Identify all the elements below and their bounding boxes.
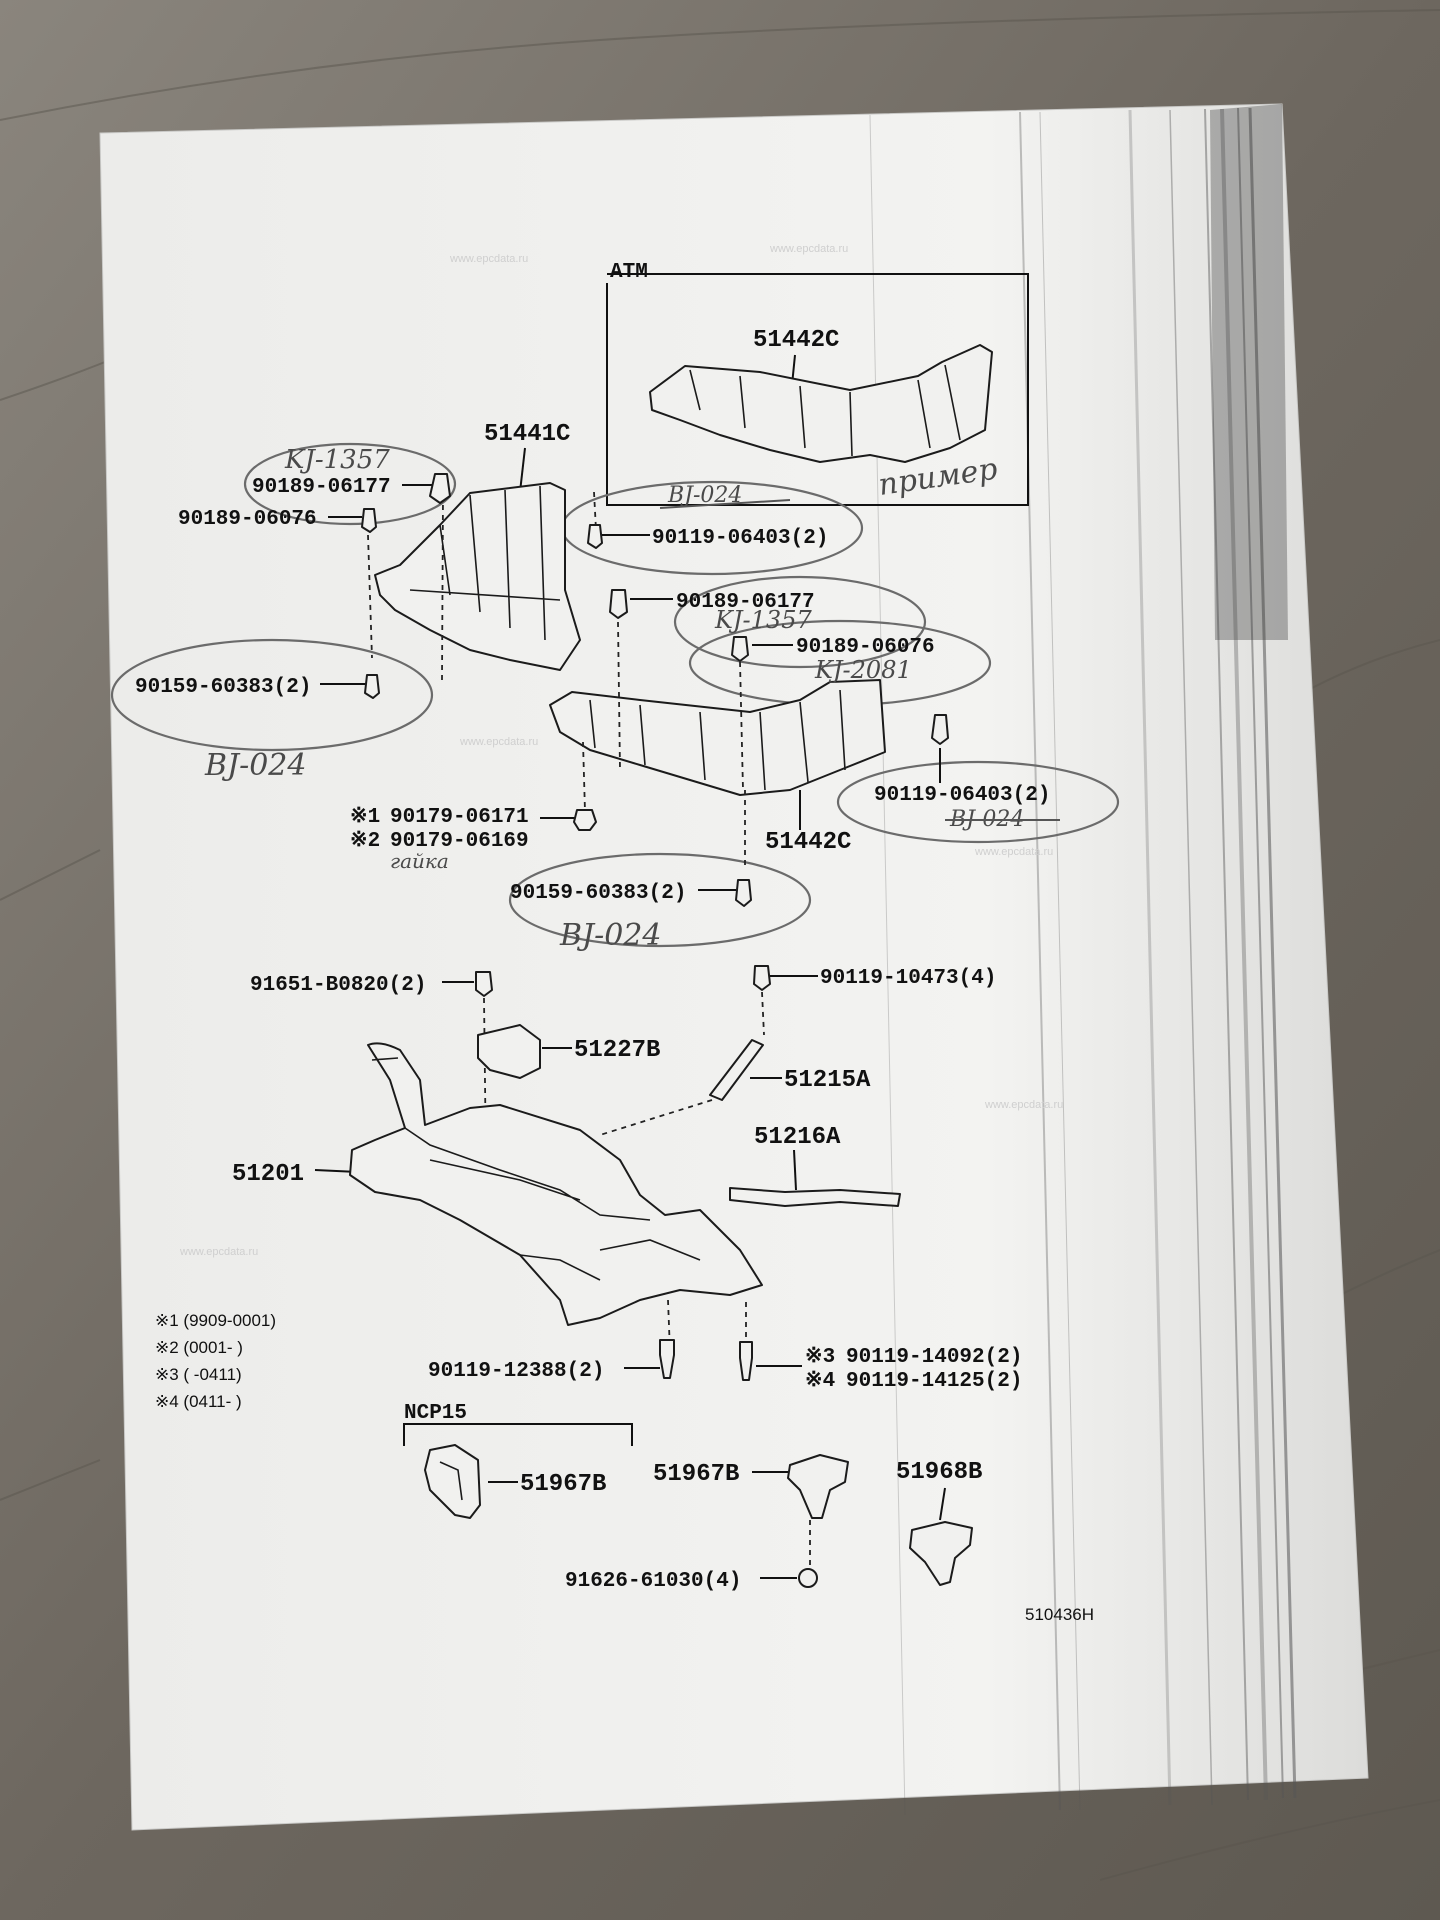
label-90119-10473: 90119-10473(4) xyxy=(820,967,996,990)
atm-label: ATM xyxy=(610,261,648,284)
handwriting: KJ-1357 BJ-024 пример KJ-1357 KJ-2081 BJ… xyxy=(204,445,1060,953)
label-51967b-a: 51967B xyxy=(520,1471,606,1498)
svg-text:www.epcdata.ru: www.epcdata.ru xyxy=(449,253,528,265)
label-90119-12388: 90119-12388(2) xyxy=(428,1360,604,1383)
label-51227b: 51227B xyxy=(574,1037,660,1064)
mark-1: ※1 xyxy=(350,805,380,829)
atm-inset: ATM 51442C xyxy=(606,261,1029,506)
watermarks: www.epcdata.ru www.epcdata.ru www.epcdat… xyxy=(179,243,1063,1258)
hand-kj2081: KJ-2081 xyxy=(814,656,912,684)
hand-gaika: гайка xyxy=(390,849,449,873)
note-2: ※2 (0001- ) xyxy=(155,1338,243,1357)
hand-kj1357-a: KJ-1357 xyxy=(284,445,390,475)
label-51968b: 51968B xyxy=(896,1459,982,1486)
mark-4: ※4 xyxy=(805,1369,835,1393)
label-90189-06076-a: 90189-06076 xyxy=(178,508,317,531)
label-51967b-b: 51967B xyxy=(653,1461,739,1488)
label-51442c-lower: 51442C xyxy=(765,829,851,856)
hand-kj1357-b: KJ-1357 xyxy=(714,606,812,634)
ncp15-label: NCP15 xyxy=(404,1402,467,1425)
svg-text:www.epcdata.ru: www.epcdata.ru xyxy=(179,1246,258,1258)
hand-bj024-b: BJ-024 xyxy=(204,748,306,783)
part-51967b xyxy=(787,1454,849,1519)
label-90159-60383-b: 90159-60383(2) xyxy=(510,882,686,905)
label-51201: 51201 xyxy=(232,1161,304,1188)
label-51442c-top: 51442C xyxy=(753,327,839,354)
label-90119-14125: 90119-14125(2) xyxy=(846,1370,1022,1393)
part-51968b xyxy=(909,1521,973,1586)
hand-bj024-d: BJ-024 xyxy=(559,918,661,953)
svg-text:www.epcdata.ru: www.epcdata.ru xyxy=(459,736,538,748)
note-3: ※3 ( -0411) xyxy=(155,1365,242,1384)
label-90119-06403-a: 90119-06403(2) xyxy=(652,527,828,550)
mark-2: ※2 xyxy=(350,829,380,853)
fasteners-upper: 90189-06177 90189-06076 90119-06403(2) 9… xyxy=(135,473,828,699)
label-90119-06403-b: 90119-06403(2) xyxy=(874,784,1050,807)
fastener-90119-06403-b: 90119-06403(2) xyxy=(874,714,1050,807)
part-51441c: 51441C xyxy=(367,421,597,681)
label-90159-60383-a: 90159-60383(2) xyxy=(135,676,311,699)
part-51967b-ncp15 xyxy=(424,1444,481,1519)
svg-text:www.epcdata.ru: www.epcdata.ru xyxy=(984,1099,1063,1111)
label-90179-06169: 90179-06169 xyxy=(390,830,529,853)
note-1: ※1 (9909-0001) xyxy=(155,1311,276,1330)
paper-sheet xyxy=(99,103,1369,1831)
nut-90179: ※1 90179-06171 ※2 90179-06169 xyxy=(350,805,597,853)
fastener-90159-60383-b: 90159-60383(2) xyxy=(510,879,752,907)
label-90179-06171: 90179-06171 xyxy=(390,806,529,829)
label-51215a: 51215A xyxy=(784,1067,871,1094)
part-51442c-inset xyxy=(649,344,993,463)
label-51216a: 51216A xyxy=(754,1124,841,1151)
note-4: ※4 (0411- ) xyxy=(155,1392,242,1411)
ncp15-group: NCP15 51967B xyxy=(403,1402,633,1519)
svg-text:www.epcdata.ru: www.epcdata.ru xyxy=(769,243,848,255)
part-51201 xyxy=(349,1042,763,1326)
dark-band xyxy=(1210,104,1288,640)
part-51442c-lower: 90189-06177 90189-06076 51442C xyxy=(549,589,935,870)
label-51441c: 51441C xyxy=(484,421,570,448)
label-90189-06177-a: 90189-06177 xyxy=(252,476,391,499)
label-90119-14092: 90119-14092(2) xyxy=(846,1346,1022,1369)
brackets: 51967B 91626-61030(4) 51968B xyxy=(565,1454,982,1593)
label-90189-06076-b: 90189-06076 xyxy=(796,636,935,659)
mark-3: ※3 xyxy=(805,1345,835,1369)
fasteners-lower: 90119-12388(2) ※3 90119-14092(2) ※4 9011… xyxy=(428,1339,1022,1393)
svg-text:www.epcdata.ru: www.epcdata.ru xyxy=(974,846,1053,858)
crossmember-section: 91651-B0820(2) 90119-10473(4) 51227B 512… xyxy=(232,965,996,1353)
figure-number: 510436H xyxy=(1025,1605,1094,1624)
label-91651-b0820: 91651-B0820(2) xyxy=(250,974,426,997)
notes: ※1 (9909-0001) ※2 (0001- ) ※3 ( -0411) ※… xyxy=(155,1311,276,1411)
label-90189-06177-b: 90189-06177 xyxy=(676,591,815,614)
label-91626-61030: 91626-61030(4) xyxy=(565,1570,741,1593)
